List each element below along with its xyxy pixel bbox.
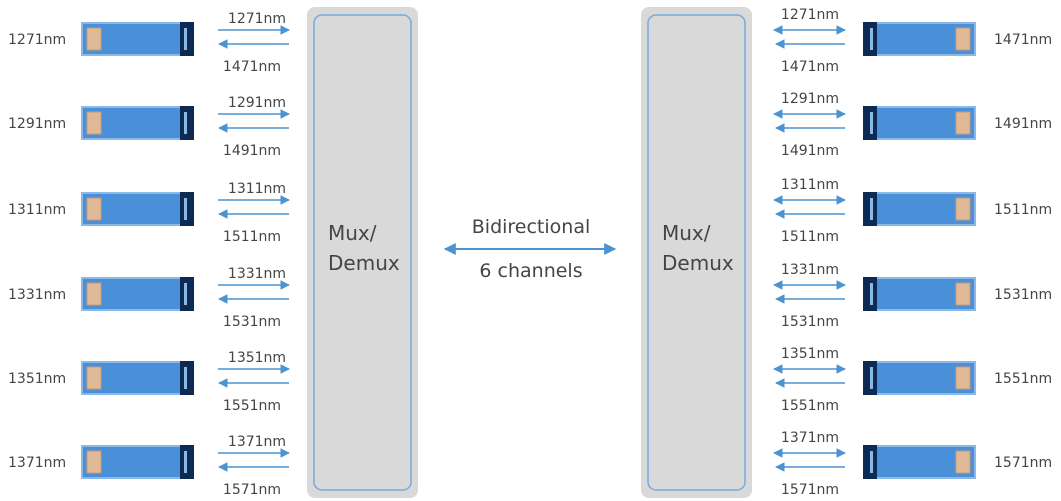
module-latch <box>955 450 971 474</box>
left-channel-rows: 1271nm 1271nm 1471nm 1291nm 1291nm 1491nm 1311… <box>8 11 290 498</box>
right-bottom-label: 1571nm <box>781 482 839 498</box>
right-channel-row: 1371nm 1571nm 1571nm <box>773 430 1052 498</box>
right-module-label: 1491nm <box>994 116 1052 132</box>
right-module-label: 1531nm <box>994 287 1052 303</box>
right-module-label: 1571nm <box>994 455 1052 471</box>
right-module-label: 1511nm <box>994 202 1052 218</box>
optical-transceiver-icon <box>863 277 976 311</box>
optical-transceiver-icon <box>81 192 194 226</box>
right-mux-label-line2: Demux <box>662 251 734 275</box>
center-label-line1: Bidirectional <box>472 216 591 238</box>
left-module-label: 1311nm <box>8 202 66 218</box>
right-top-label: 1291nm <box>781 91 839 107</box>
center-link: Bidirectional 6 channels <box>443 216 617 282</box>
left-channel-row: 1291nm 1291nm 1491nm <box>8 95 290 159</box>
right-top-label: 1311nm <box>781 177 839 193</box>
left-module-label: 1371nm <box>8 455 66 471</box>
left-rx-label: 1471nm <box>223 59 281 75</box>
module-cap-slot <box>184 367 187 389</box>
left-mux-label-line1: Mux/ <box>328 221 377 245</box>
module-cap-slot <box>870 28 873 50</box>
right-bottom-label: 1511nm <box>781 229 839 245</box>
optical-transceiver-icon <box>863 106 976 140</box>
left-tx-label: 1331nm <box>228 266 286 282</box>
module-latch <box>955 282 971 306</box>
left-mux-label-line2: Demux <box>328 251 400 275</box>
module-cap-slot <box>870 283 873 305</box>
module-latch <box>955 197 971 221</box>
left-module-label: 1351nm <box>8 371 66 387</box>
left-tx-label: 1371nm <box>228 434 286 450</box>
right-channel-row: 1291nm 1491nm 1491nm <box>773 91 1052 159</box>
optical-transceiver-icon <box>81 106 194 140</box>
left-rx-label: 1511nm <box>223 229 281 245</box>
left-channel-row: 1311nm 1311nm 1511nm <box>8 181 290 245</box>
module-cap-slot <box>870 367 873 389</box>
right-bottom-label: 1531nm <box>781 314 839 330</box>
right-bottom-label: 1471nm <box>781 59 839 75</box>
module-latch <box>86 197 102 221</box>
right-channel-rows: 1271nm 1471nm 1471nm 1291nm 1491nm 1491nm 1311… <box>773 7 1052 498</box>
left-tx-label: 1271nm <box>228 11 286 27</box>
left-module-label: 1331nm <box>8 287 66 303</box>
right-top-label: 1271nm <box>781 7 839 23</box>
optical-transceiver-icon <box>81 22 194 56</box>
right-channel-row: 1311nm 1511nm 1511nm <box>773 177 1052 245</box>
right-bottom-label: 1551nm <box>781 398 839 414</box>
left-channel-row: 1271nm 1271nm 1471nm <box>8 11 290 75</box>
right-bottom-label: 1491nm <box>781 143 839 159</box>
right-module-label: 1551nm <box>994 371 1052 387</box>
left-channel-row: 1371nm 1371nm 1571nm <box>8 434 290 498</box>
right-module-label: 1471nm <box>994 32 1052 48</box>
module-latch <box>955 27 971 51</box>
left-mux-demux: Mux/ Demux <box>307 7 418 498</box>
left-tx-label: 1311nm <box>228 181 286 197</box>
optical-transceiver-icon <box>81 361 194 395</box>
module-latch <box>86 111 102 135</box>
right-channel-row: 1331nm 1531nm 1531nm <box>773 262 1052 330</box>
module-cap-slot <box>870 451 873 473</box>
center-label-line2: 6 channels <box>479 260 582 282</box>
left-rx-label: 1571nm <box>223 482 281 498</box>
module-latch <box>86 366 102 390</box>
left-rx-label: 1491nm <box>223 143 281 159</box>
optical-transceiver-icon <box>863 361 976 395</box>
module-cap-slot <box>184 451 187 473</box>
left-module-label: 1291nm <box>8 116 66 132</box>
module-latch <box>86 450 102 474</box>
module-cap-slot <box>184 283 187 305</box>
left-tx-label: 1291nm <box>228 95 286 111</box>
right-channel-row: 1271nm 1471nm 1471nm <box>773 7 1052 75</box>
optical-transceiver-icon <box>863 22 976 56</box>
module-cap-slot <box>184 198 187 220</box>
left-channel-row: 1331nm 1331nm 1531nm <box>8 266 290 330</box>
optical-transceiver-icon <box>863 445 976 479</box>
module-latch <box>86 282 102 306</box>
module-cap-slot <box>870 198 873 220</box>
optical-transceiver-icon <box>863 192 976 226</box>
right-top-label: 1331nm <box>781 262 839 278</box>
module-latch <box>955 111 971 135</box>
module-latch <box>86 27 102 51</box>
optical-transceiver-icon <box>81 277 194 311</box>
right-channel-row: 1351nm 1551nm 1551nm <box>773 346 1052 414</box>
module-latch <box>955 366 971 390</box>
right-top-label: 1371nm <box>781 430 839 446</box>
left-tx-label: 1351nm <box>228 350 286 366</box>
right-mux-label-line1: Mux/ <box>662 221 711 245</box>
left-module-label: 1271nm <box>8 32 66 48</box>
module-cap-slot <box>184 112 187 134</box>
left-channel-row: 1351nm 1351nm 1551nm <box>8 350 290 414</box>
left-rx-label: 1531nm <box>223 314 281 330</box>
right-top-label: 1351nm <box>781 346 839 362</box>
optical-transceiver-icon <box>81 445 194 479</box>
right-mux-demux: Mux/ Demux <box>641 7 752 498</box>
left-rx-label: 1551nm <box>223 398 281 414</box>
module-cap-slot <box>870 112 873 134</box>
module-cap-slot <box>184 28 187 50</box>
